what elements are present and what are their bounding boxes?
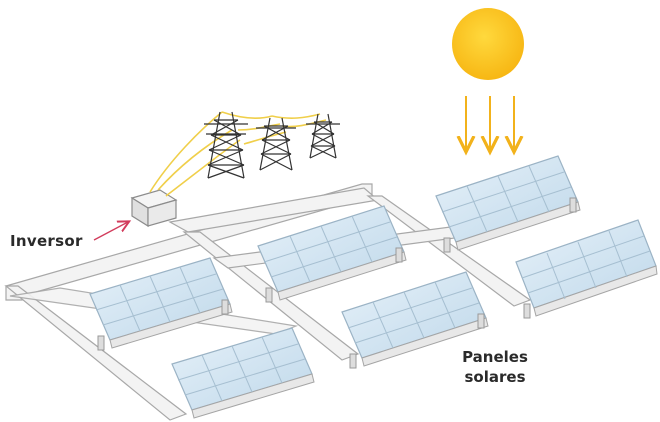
solar-panel [341,271,489,369]
solar-panel [515,219,658,319]
solar-panel [257,205,407,303]
transmission-tower-icon [204,111,340,179]
solar-panels-label: Paneles solares [456,347,534,387]
solar-panel [171,327,315,419]
sun-rays [466,96,514,150]
power-cables [149,111,327,197]
solar-panel [89,257,267,357]
solar-panels-label-line2: solares [464,368,526,386]
inverter-box [130,189,178,228]
solar-panel [435,155,581,253]
sun-icon [452,8,524,80]
inverter-pointer-arrow [93,222,128,241]
solar-panels-label-line1: Paneles [462,348,528,366]
inverter-label: Inversor [10,232,83,250]
